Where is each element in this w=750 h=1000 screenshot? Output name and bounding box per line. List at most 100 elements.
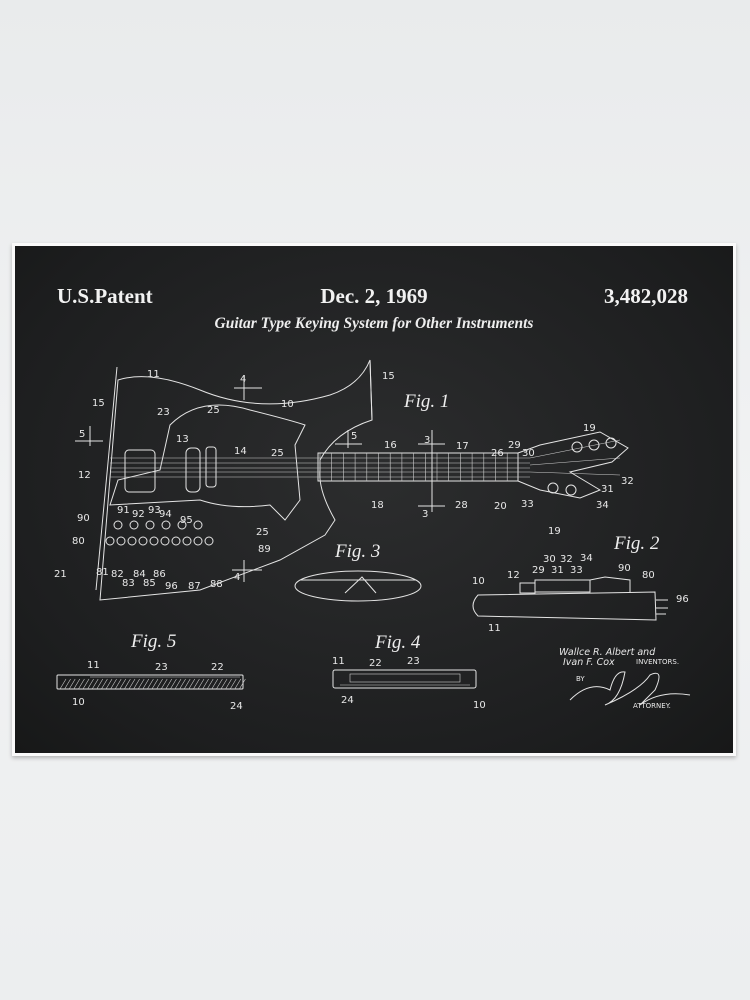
fig2-reference-numeral: 80: [642, 570, 655, 581]
hatch-line: [179, 678, 186, 690]
hatch-line: [110, 678, 117, 690]
tuning-peg: [605, 437, 617, 449]
hatch-line: [229, 678, 237, 690]
attorney-signature: [569, 671, 691, 706]
fig1-reference-numeral: 96: [165, 581, 178, 592]
key-button: [127, 536, 137, 546]
hatch-line: [114, 678, 122, 690]
key-button: [177, 520, 187, 530]
tuning-peg: [588, 439, 600, 451]
fig1-reference-numeral: 93: [148, 505, 161, 516]
fig2-reference-numeral: 29: [532, 565, 545, 576]
fig1-reference-numeral: 21: [54, 569, 67, 580]
fig5-reference-numeral: 24: [230, 701, 243, 712]
hatch-line: [160, 678, 168, 690]
fig1-reference-numeral: 17: [456, 441, 469, 452]
fig1-reference-numeral: 87: [188, 581, 201, 592]
hatch-line: [142, 678, 150, 690]
hatch-line: [197, 678, 205, 690]
fig1-reference-numeral: 88: [210, 579, 223, 590]
fig1-reference-numeral: 20: [494, 501, 507, 512]
by-label: BY: [576, 675, 585, 683]
hatch-line: [202, 678, 209, 690]
hatch-line: [68, 678, 76, 690]
hatch-line: [119, 678, 127, 690]
fig1-reference-numeral: 25: [271, 448, 284, 459]
fig1-reference-numeral: 89: [258, 544, 271, 555]
fig1-reference-numeral: 28: [455, 500, 468, 511]
hatch-line: [59, 678, 67, 690]
hatch-line: [216, 678, 223, 690]
hatch-line: [183, 678, 191, 690]
hatch-line: [128, 678, 136, 690]
fig1-reference-numeral: 29: [508, 440, 521, 451]
key-button: [193, 520, 203, 530]
fig1-reference-numeral: 84: [133, 569, 146, 580]
fig2-reference-numeral: 30: [543, 554, 556, 565]
fig1-reference-numeral: 3: [424, 435, 430, 446]
hatch-line: [174, 678, 182, 690]
fig1-reference-numeral: 92: [132, 509, 145, 520]
fig4-reference-numeral: 11: [332, 656, 345, 667]
fig1-reference-numeral: 25: [207, 405, 220, 416]
hatch-line: [64, 678, 71, 690]
fig2-reference-numeral: 12: [507, 570, 520, 581]
key-button: [204, 536, 214, 546]
hatch-line: [82, 678, 90, 690]
fig1-reference-numeral: 10: [281, 399, 294, 410]
key-button: [160, 536, 170, 546]
fig2-reference-numeral: 11: [488, 623, 501, 634]
fig1-reference-numeral: 91: [117, 505, 130, 516]
fig4-reference-numeral: 10: [473, 700, 486, 711]
fig1-reference-numeral: 19: [548, 526, 561, 537]
fig2-reference-numeral: 33: [570, 565, 583, 576]
key-button: [113, 520, 123, 530]
fig1-reference-numeral: 31: [601, 484, 614, 495]
hatch-line: [73, 678, 81, 690]
hatch-line: [101, 678, 108, 690]
key-button: [129, 520, 139, 530]
key-button: [149, 536, 159, 546]
inventor-line-1: Wallce R. Albert and: [559, 647, 656, 658]
fig5-drawing: [56, 674, 246, 690]
fig2-reference-numeral: 34: [580, 553, 593, 564]
fig1-reference-numeral: 13: [176, 434, 189, 445]
fig1-reference-numeral: 95: [180, 515, 193, 526]
fig1-reference-numeral: 33: [521, 499, 534, 510]
attorney-label: ATTORNEY.: [633, 702, 671, 710]
patent-number: 3,482,028: [604, 284, 688, 308]
key-button: [171, 536, 181, 546]
hatch-line: [234, 678, 242, 690]
key-button: [161, 520, 171, 530]
hatch-line: [193, 678, 200, 690]
fig5-reference-numeral: 11: [87, 660, 100, 671]
key-button: [116, 536, 126, 546]
fig2-reference-numeral: 32: [560, 554, 573, 565]
hatch-line: [206, 678, 214, 690]
fig5-reference-numeral: 22: [211, 662, 224, 673]
key-button: [193, 536, 203, 546]
fig1-reference-numeral: 5: [351, 431, 357, 442]
fig1-reference-numeral: 80: [72, 536, 85, 547]
key-button: [145, 520, 155, 530]
fig3-drawing: [294, 570, 422, 602]
fig1-reference-numeral: 5: [79, 429, 85, 440]
fig1-reference-numeral: 4: [234, 572, 240, 583]
key-button: [182, 536, 192, 546]
hatch-line: [156, 678, 163, 690]
hatch-line: [96, 678, 104, 690]
hatch-line: [165, 678, 173, 690]
hatch-line: [137, 678, 145, 690]
fig1-reference-numeral: 32: [621, 476, 634, 487]
fig1-reference-numeral: 94: [159, 509, 172, 520]
hatch-line: [170, 678, 177, 690]
fig3-title: Fig. 3: [334, 541, 380, 562]
fig2-reference-numeral: 90: [618, 563, 631, 574]
hatch-line: [239, 678, 246, 690]
poster-frame: [12, 243, 736, 756]
fig5-title: Fig. 5: [130, 631, 176, 652]
fig1-reference-numeral: 18: [371, 500, 384, 511]
fig1-reference-numeral: 86: [153, 569, 166, 580]
hatch-line: [151, 678, 159, 690]
